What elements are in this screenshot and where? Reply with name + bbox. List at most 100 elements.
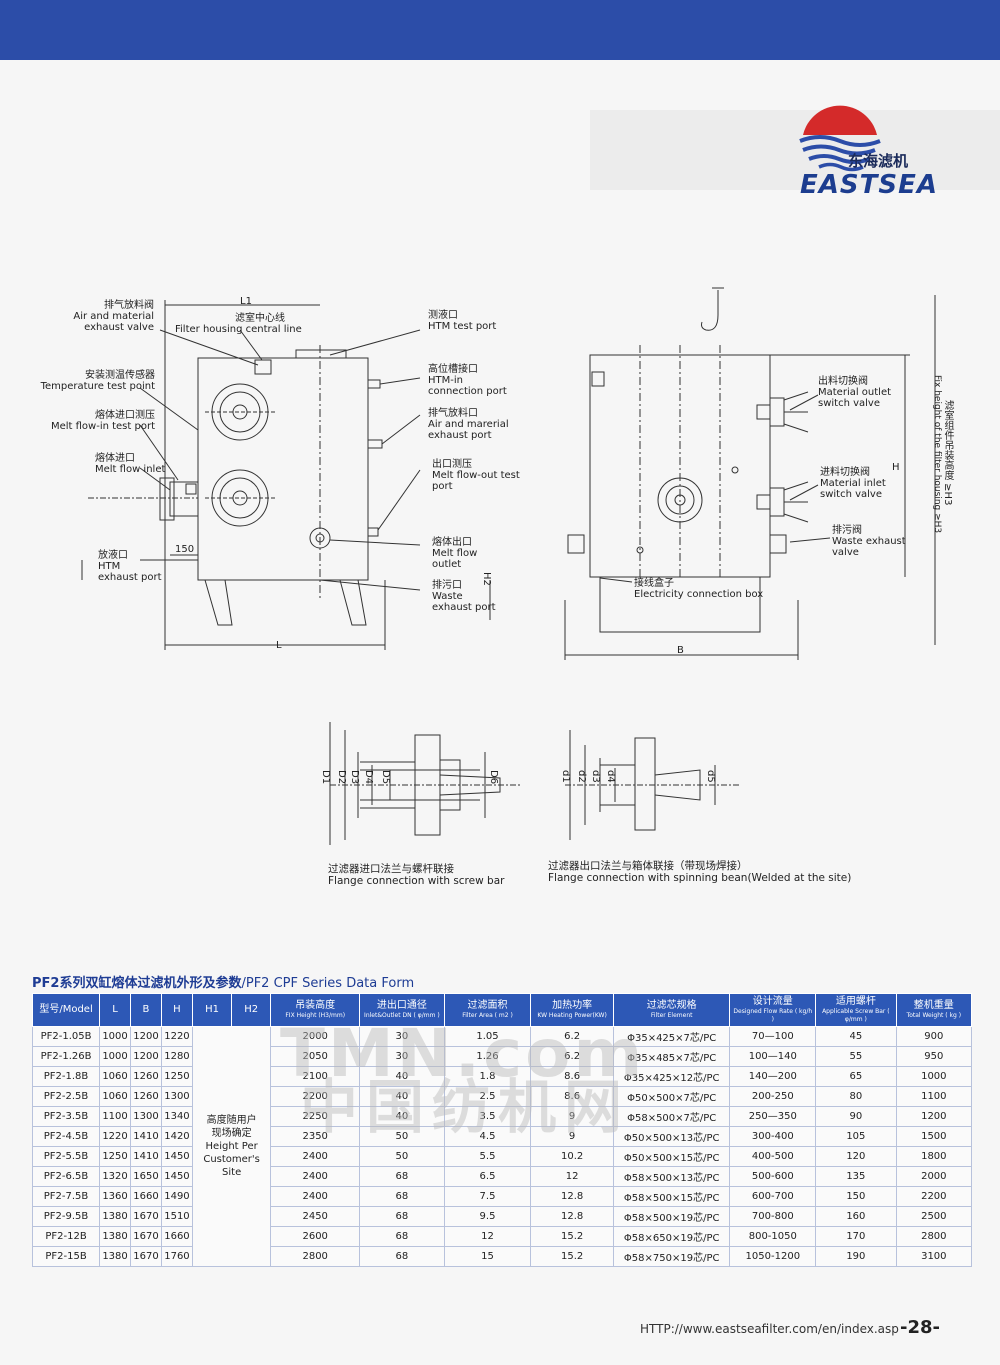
outlet-flange-caption: 过滤器出口法兰与箱体联接（带现场焊接）Flange connection wit… [548,860,852,884]
table-cell: 2800 [895,1226,973,1247]
h3-cn-label: 滤室组件吊装高度 ≥H3 [942,400,953,506]
dim-d3: D3 [349,770,360,785]
dim-small-d5: d5 [705,770,716,783]
table-cell: 1060 [99,1066,132,1087]
table-cell: 2400 [270,1146,361,1167]
dim-d5: D5 [380,770,391,785]
table-cell: 1100 [99,1106,132,1127]
table-cell: 170 [815,1226,897,1247]
table-cell: 45 [815,1026,897,1047]
table-cell: 2100 [270,1066,361,1087]
table-cell: 1420 [160,1126,193,1147]
table-cell: Φ35×425×7芯/PC [612,1026,731,1047]
table-cell: 68 [359,1186,445,1207]
table-cell: 2500 [895,1206,973,1227]
table-cell: 1800 [895,1146,973,1167]
table-header-cell: H2 [231,993,272,1027]
table-cell: 8.6 [530,1086,614,1107]
table-cell: 1000 [895,1066,973,1087]
table-cell: Φ58×750×19芯/PC [612,1246,731,1267]
table-cell: PF2-9.5B [31,1206,101,1227]
table-cell: 7.5 [443,1186,532,1207]
table-cell: 600-700 [729,1186,817,1207]
table-cell: PF2-15B [31,1246,101,1267]
table-cell: Φ50×500×7芯/PC [612,1086,731,1107]
table-cell: 2400 [270,1186,361,1207]
table-cell: 1100 [895,1086,973,1107]
table-cell: 1510 [160,1206,193,1227]
table-cell: 1380 [99,1206,132,1227]
table-cell: 12.8 [530,1206,614,1227]
table-cell: 2600 [270,1226,361,1247]
table-cell: PF2-4.5B [31,1126,101,1147]
outlet-flange-drawing [565,730,740,840]
front-view-drawing [81,300,491,650]
table-cell: Φ58×500×19芯/PC [612,1206,731,1227]
table-cell: 160 [815,1206,897,1227]
table-cell: PF2-7.5B [31,1186,101,1207]
table-cell: PF2-3.5B [31,1106,101,1127]
table-cell: 80 [815,1086,897,1107]
table-cell: 1410 [130,1126,162,1147]
brand-name-en: EASTSEA [800,170,938,200]
table-cell: 12 [530,1166,614,1187]
page-number: -28- [900,1317,940,1338]
dim-small-d1: d1 [560,770,571,783]
table-cell: 2250 [270,1106,361,1127]
table-cell: 15.2 [530,1246,614,1267]
table-cell: 190 [815,1246,897,1267]
table-cell: 200-250 [729,1086,817,1107]
table-cell: 12 [443,1226,532,1247]
table-cell: 9 [530,1126,614,1147]
table-cell: 5.5 [443,1146,532,1167]
table-cell: 300-400 [729,1126,817,1147]
table-cell: 1060 [99,1086,132,1107]
table-cell: 1450 [160,1166,193,1187]
table-cell: 1340 [160,1106,193,1127]
table-cell: 1250 [160,1066,193,1087]
table-cell: 1300 [130,1106,162,1127]
table-cell: 15.2 [530,1226,614,1247]
table-cell: 250—350 [729,1106,817,1127]
table-cell: 150 [815,1186,897,1207]
table-cell: 1220 [99,1126,132,1147]
table-cell: 9.5 [443,1206,532,1227]
table-cell: 1760 [160,1246,193,1267]
dim-h2-label: H2 [481,572,492,586]
table-cell: 1650 [130,1166,162,1187]
table-cell: 1220 [160,1026,193,1047]
h3-en-label: Fix height of the filter housing ≥H3 [932,375,942,534]
table-cell: 2200 [270,1086,361,1107]
table-cell: 68 [359,1166,445,1187]
table-cell: PF2-1.26B [31,1046,101,1067]
table-cell: 10.2 [530,1146,614,1167]
table-cell: 15 [443,1246,532,1267]
footer-url[interactable]: HTTP://www.eastseafilter.com/en/index.as… [640,1322,899,1336]
table-cell: 140—200 [729,1066,817,1087]
table-cell: 68 [359,1246,445,1267]
table-cell: 1660 [160,1226,193,1247]
table-cell: 100—140 [729,1046,817,1067]
table-cell: Φ58×500×13芯/PC [612,1166,731,1187]
